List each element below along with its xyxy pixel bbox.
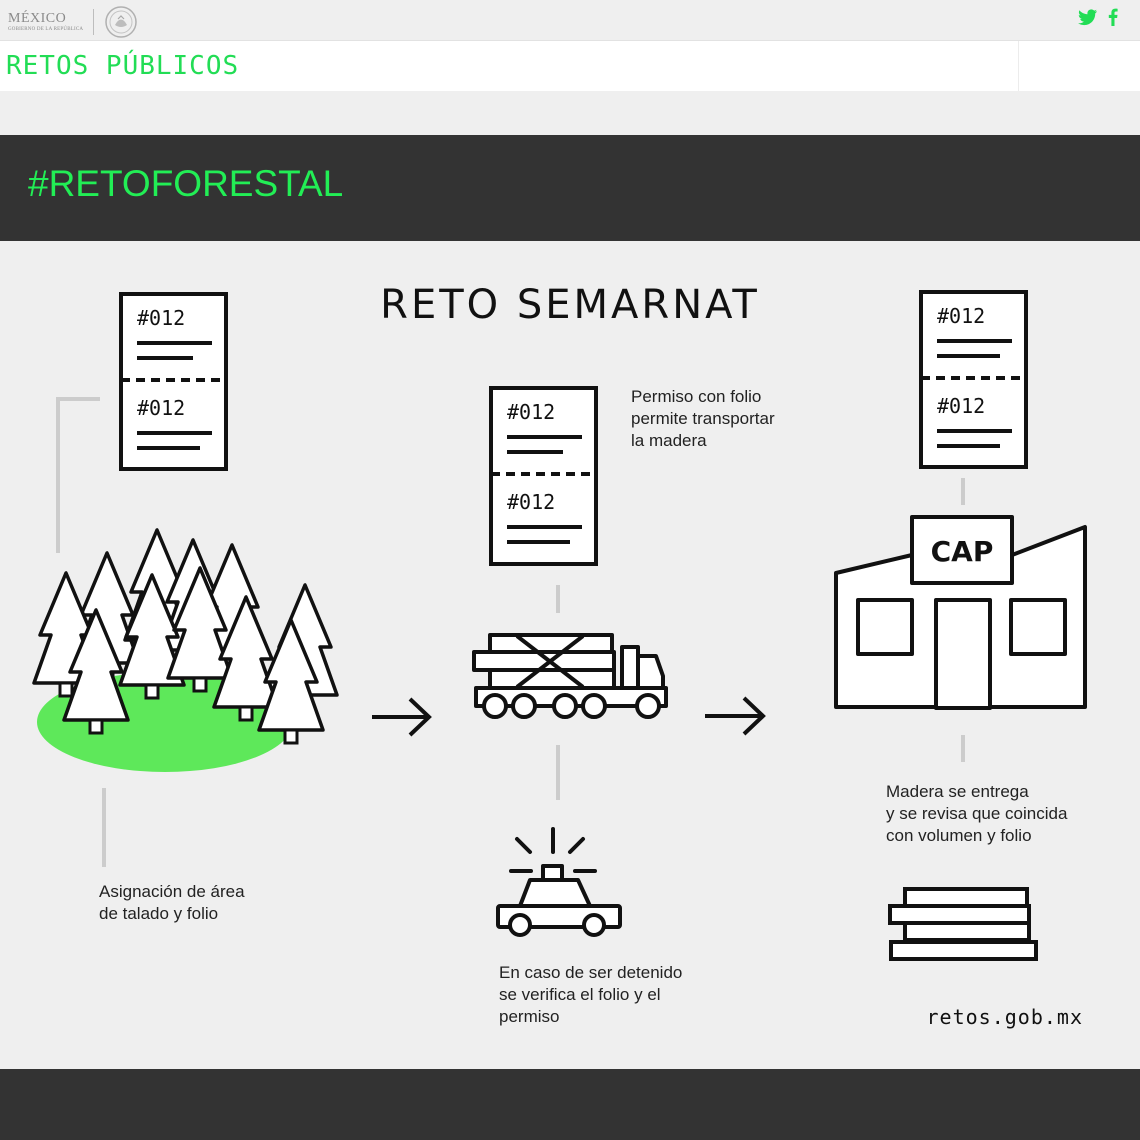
caption-line: Asignación de área (99, 882, 245, 901)
folio-label: #012 (937, 304, 985, 328)
folio-label: #012 (937, 394, 985, 418)
infographic: RETO SEMARNAT #012 #012 (0, 241, 1140, 1069)
permit-document-middle: #012 #012 (489, 386, 598, 566)
caption-line: permiso (499, 1007, 560, 1026)
facebook-icon[interactable] (1108, 8, 1118, 26)
truck-icon (472, 633, 668, 719)
caption-step1: Asignación de área de talado y folio (99, 881, 245, 925)
gov-separator (93, 9, 95, 35)
gov-subtitle: GOBIERNO DE LA REPÚBLICA (8, 27, 84, 32)
arrow-icon (705, 696, 766, 736)
infographic-title: RETO SEMARNAT (380, 282, 760, 328)
caption-line: permite transportar (631, 409, 775, 428)
caption-line: la madera (631, 431, 707, 450)
connector-line (56, 397, 100, 553)
twitter-icon[interactable] (1078, 8, 1098, 26)
forest-illustration (32, 528, 339, 772)
caption-line: Permiso con folio (631, 387, 762, 406)
folio-label: #012 (507, 490, 555, 514)
folio-label: #012 (507, 400, 555, 424)
cap-building-icon (834, 515, 1087, 710)
seal-icon (105, 6, 137, 38)
caption-step3: En caso de ser detenido se verifica el f… (499, 962, 682, 1028)
cap-label: CAP (931, 535, 994, 568)
gov-bar: MÉXICO GOBIERNO DE LA REPÚBLICA (0, 0, 1140, 41)
permit-document-right: #012 #012 (919, 290, 1028, 469)
hero-banner: #RETOFORESTAL (0, 135, 1140, 241)
caption-line: En caso de ser detenido (499, 963, 683, 982)
footer (0, 1069, 1140, 1140)
gov-name: MÉXICO (8, 11, 67, 26)
site-header: RETOS PÚBLICOS (0, 41, 1140, 91)
social-links (1078, 8, 1118, 26)
caption-step4: Madera se entrega y se revisa que coinci… (886, 781, 1067, 847)
gov-wordmark: MÉXICO GOBIERNO DE LA REPÚBLICA (8, 11, 83, 33)
arrow-icon (372, 697, 432, 737)
site-title[interactable]: RETOS PÚBLICOS (6, 51, 240, 81)
caption-line: y se revisa que coincida (886, 804, 1068, 823)
caption-line: Madera se entrega (886, 782, 1029, 801)
caption-line: de talado y folio (99, 904, 219, 923)
folio-label: #012 (137, 396, 185, 420)
folio-label: #012 (137, 306, 185, 330)
police-car-icon (496, 827, 622, 937)
lumber-stack-icon (888, 887, 1038, 961)
permit-document-left: #012 #012 (119, 292, 228, 471)
caption-step2: Permiso con folio permite transportar la… (631, 386, 775, 452)
caption-line: con volumen y folio (886, 826, 1032, 845)
infographic-art: RETO SEMARNAT #012 #012 (32, 282, 1087, 1029)
site-url: retos.gob.mx (927, 1005, 1084, 1029)
header-divider (1018, 41, 1019, 91)
gov-logo[interactable]: MÉXICO GOBIERNO DE LA REPÚBLICA (8, 5, 138, 39)
caption-line: se verifica el folio y el (499, 985, 661, 1004)
hero-title: #RETOFORESTAL (28, 163, 344, 204)
